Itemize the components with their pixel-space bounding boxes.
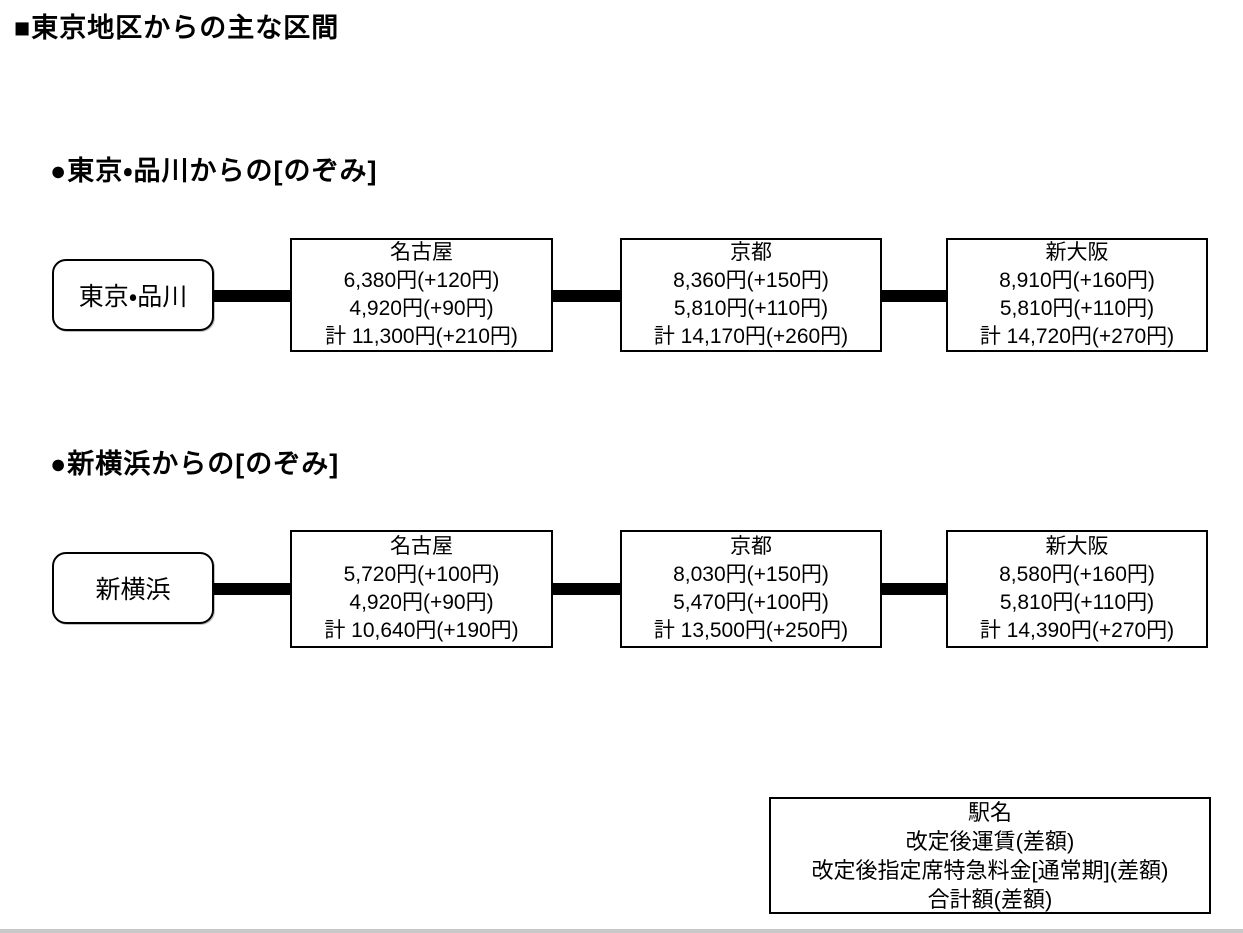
fare-line: 6,380円(+120円) (343, 269, 500, 292)
legend-fare: 改定後運賃(差額) (905, 828, 1075, 854)
express-fare-line: 5,810円(+110円) (999, 591, 1155, 614)
origin-box-tokyo-shinagawa: 東京・品川 (52, 259, 214, 331)
total-line: 計 11,300円(+210円) (325, 325, 518, 348)
route-line (553, 290, 620, 302)
route-line (214, 583, 290, 595)
origin-label: 東京・品川 (78, 283, 188, 311)
destination-station: 名古屋 (390, 535, 453, 558)
section-heading-tokyo-shinagawa: ●東京・品川からの[のぞみ] (50, 156, 378, 186)
total-line: 計 14,390円(+270円) (979, 619, 1175, 642)
legend-total: 合計額(差額) (927, 886, 1053, 912)
fare-line: 8,910円(+160円) (999, 269, 1155, 292)
fare-line: 8,360円(+150円) (673, 269, 829, 292)
destination-box-nagoya: 名古屋 6,380円(+120円) 4,920円(+90円) 計 11,300円… (290, 238, 553, 352)
total-line: 計 14,720円(+270円) (979, 325, 1175, 348)
destination-station: 新大阪 (1045, 535, 1109, 558)
destination-station: 新大阪 (1045, 241, 1109, 264)
section-heading-shin-yokohama: ●新横浜からの[のぞみ] (50, 449, 340, 479)
express-fare-line: 5,810円(+110円) (673, 297, 829, 320)
page-title: ■東京地区からの主な区間 (14, 13, 340, 43)
destination-station: 京都 (730, 241, 772, 264)
destination-box-nagoya: 名古屋 5,720円(+100円) 4,920円(+90円) 計 10,640円… (290, 530, 553, 648)
origin-label: 新横浜 (95, 576, 171, 604)
destination-box-shin-osaka: 新大阪 8,910円(+160円) 5,810円(+110円) 計 14,720… (946, 238, 1208, 352)
destination-station: 京都 (730, 535, 772, 558)
route-line (882, 583, 946, 595)
route-line (882, 290, 946, 302)
legend-station-name: 駅名 (967, 799, 1012, 825)
total-line: 計 13,500円(+250円) (653, 619, 849, 642)
fare-line: 5,720円(+100円) (343, 563, 500, 586)
legend-box: 駅名 改定後運賃(差額) 改定後指定席特急料金[通常期](差額) 合計額(差額) (769, 797, 1211, 914)
bottom-edge-bar (0, 929, 1243, 933)
express-fare-line: 5,810円(+110円) (999, 297, 1155, 320)
fare-line: 8,030円(+150円) (673, 563, 829, 586)
origin-box-shin-yokohama: 新横浜 (52, 552, 214, 624)
legend-express-fare: 改定後指定席特急料金[通常期](差額) (811, 857, 1169, 883)
route-line (214, 290, 290, 302)
destination-box-kyoto: 京都 8,030円(+150円) 5,470円(+100円) 計 13,500円… (620, 530, 882, 648)
fare-line: 8,580円(+160円) (999, 563, 1155, 586)
express-fare-line: 4,920円(+90円) (349, 591, 494, 614)
express-fare-line: 4,920円(+90円) (349, 297, 494, 320)
express-fare-line: 5,470円(+100円) (673, 591, 829, 614)
destination-box-shin-osaka: 新大阪 8,580円(+160円) 5,810円(+110円) 計 14,390… (946, 530, 1208, 648)
route-line (553, 583, 620, 595)
destination-box-kyoto: 京都 8,360円(+150円) 5,810円(+110円) 計 14,170円… (620, 238, 882, 352)
total-line: 計 14,170円(+260円) (653, 325, 849, 348)
destination-station: 名古屋 (390, 241, 453, 264)
total-line: 計 10,640円(+190円) (324, 619, 519, 642)
